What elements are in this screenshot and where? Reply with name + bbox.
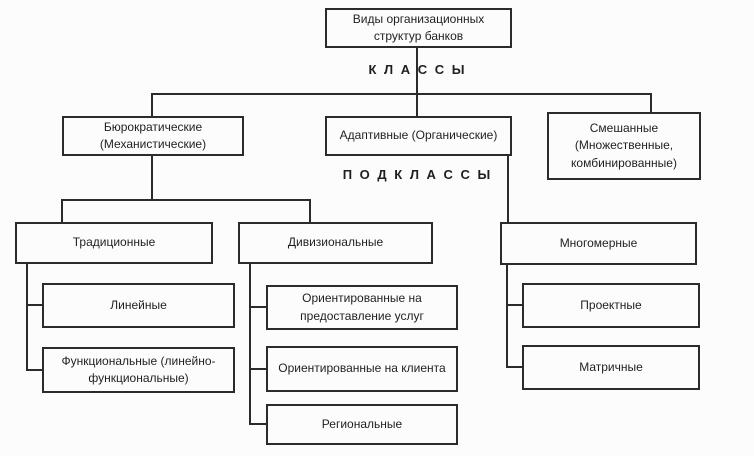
node-mixed-label: Смешанные (Множественные, комбинированны… bbox=[571, 120, 677, 170]
connector-bureaucratic-down bbox=[151, 156, 153, 199]
node-mixed: Смешанные (Множественные, комбинированны… bbox=[547, 112, 701, 180]
node-linear-label: Линейные bbox=[110, 297, 167, 312]
node-linear: Линейные bbox=[42, 283, 235, 328]
connector-multidimensional-trunk bbox=[506, 265, 508, 368]
node-client-oriented-label: Ориентированные на клиента bbox=[278, 361, 446, 376]
node-service-oriented-label: Ориентированные на предоставление услуг bbox=[300, 291, 424, 323]
node-divisional: Дивизиональные bbox=[238, 222, 433, 264]
connector-traditional-trunk bbox=[26, 264, 28, 371]
node-regional-label: Региональные bbox=[321, 416, 403, 431]
node-service-oriented: Ориентированные на предоставление услуг bbox=[266, 285, 458, 330]
node-traditional-label: Традиционные bbox=[72, 235, 156, 250]
level-label-classes: К Л А С С Ы bbox=[368, 62, 467, 77]
node-adaptive: Адаптивные (Органические) bbox=[325, 116, 512, 156]
node-matrix-label: Матричные bbox=[579, 359, 643, 374]
connector-stub-linear bbox=[26, 304, 42, 306]
connector-stub-functional bbox=[26, 369, 42, 371]
connector-stub-project bbox=[506, 304, 522, 306]
node-functional: Функциональные (линейно-функциональные) bbox=[42, 347, 235, 393]
connector-divisional-trunk bbox=[249, 264, 251, 425]
connector-drop-traditional bbox=[61, 199, 63, 222]
connector-classes-bus bbox=[151, 93, 652, 95]
connector-stub-matrix bbox=[506, 366, 522, 368]
connector-stub-service-oriented bbox=[249, 306, 266, 308]
node-bureaucratic-label: Бюрократические (Механистические) bbox=[99, 119, 207, 151]
connector-drop-divisional bbox=[309, 199, 311, 222]
connector-stub-regional bbox=[249, 423, 266, 425]
node-bureaucratic: Бюрократические (Механистические) bbox=[62, 116, 244, 156]
connector-subclass-bus-left bbox=[61, 199, 311, 201]
node-regional: Региональные bbox=[266, 404, 458, 445]
node-multidimensional-label: Многомерные bbox=[559, 235, 638, 250]
node-project-label: Проектные bbox=[580, 297, 642, 312]
connector-drop-bureaucratic bbox=[151, 93, 153, 116]
node-adaptive-label: Адаптивные (Органические) bbox=[339, 128, 498, 143]
connector-adaptive-multidimensional bbox=[507, 156, 509, 222]
node-project: Проектные bbox=[522, 283, 700, 328]
node-matrix: Матричные bbox=[522, 345, 700, 390]
connector-stub-client-oriented bbox=[249, 368, 266, 370]
node-client-oriented: Ориентированные на клиента bbox=[266, 346, 458, 392]
node-root-label: Виды организационных структур банков bbox=[352, 11, 485, 43]
node-multidimensional: Многомерные bbox=[500, 222, 697, 265]
connector-drop-adaptive bbox=[416, 93, 418, 116]
node-root: Виды организационных структур банков bbox=[325, 8, 512, 48]
node-traditional: Традиционные bbox=[15, 222, 213, 264]
connector-root-down bbox=[416, 48, 418, 93]
node-divisional-label: Дивизиональные bbox=[287, 235, 384, 250]
node-functional-label: Функциональные (линейно-функциональные) bbox=[61, 353, 216, 385]
connector-drop-mixed bbox=[650, 93, 652, 112]
level-label-subclasses: П О Д К Л А С С Ы bbox=[342, 167, 493, 182]
